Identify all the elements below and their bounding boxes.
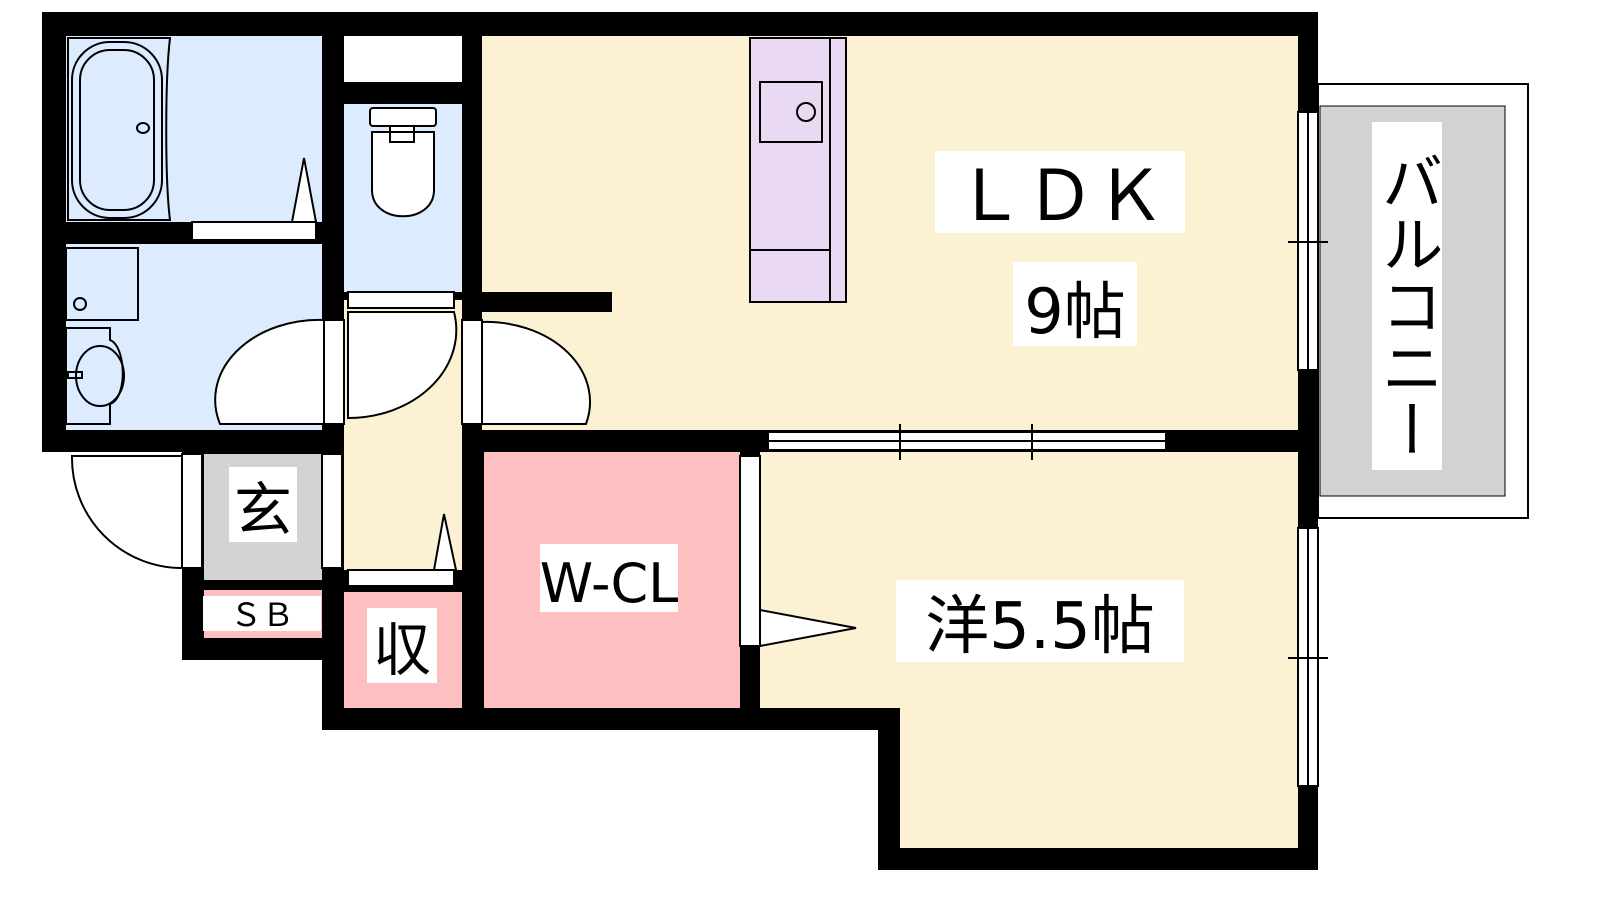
- ldk-door[interactable]: [461, 319, 591, 425]
- partition-wall: [482, 292, 612, 312]
- washroom-door[interactable]: [214, 318, 345, 425]
- entrance-label: 玄: [234, 476, 292, 544]
- ldk-size-label: 9帖: [1024, 275, 1125, 348]
- western-room-label: 洋5.5帖: [925, 590, 1155, 664]
- washbasin-icon: [65, 327, 125, 425]
- kitchen-counter: [749, 37, 847, 303]
- western-door[interactable]: [739, 455, 857, 648]
- washing-machine-icon: [65, 247, 139, 321]
- door-arrow-icon: [290, 157, 318, 223]
- storage-door[interactable]: [347, 513, 458, 587]
- wcl-label: W-CL: [540, 552, 678, 615]
- sink-icon: [759, 81, 823, 143]
- ldk-label: ＬＤＫ: [955, 155, 1165, 237]
- western-window[interactable]: [1288, 527, 1328, 787]
- bathtub-icon: [67, 37, 172, 221]
- bath-door[interactable]: [191, 221, 317, 241]
- shoebox-label: ＳＢ: [230, 596, 294, 634]
- ldk-sliding-door[interactable]: [767, 424, 1167, 460]
- front-door[interactable]: [70, 453, 343, 570]
- toilet-door[interactable]: [347, 291, 458, 420]
- closet-small: [344, 36, 462, 82]
- toilet-icon: [369, 107, 437, 218]
- storage-label: 収: [373, 616, 431, 684]
- ldk-window[interactable]: [1288, 111, 1328, 371]
- balcony-label: バルコニー: [1371, 150, 1444, 460]
